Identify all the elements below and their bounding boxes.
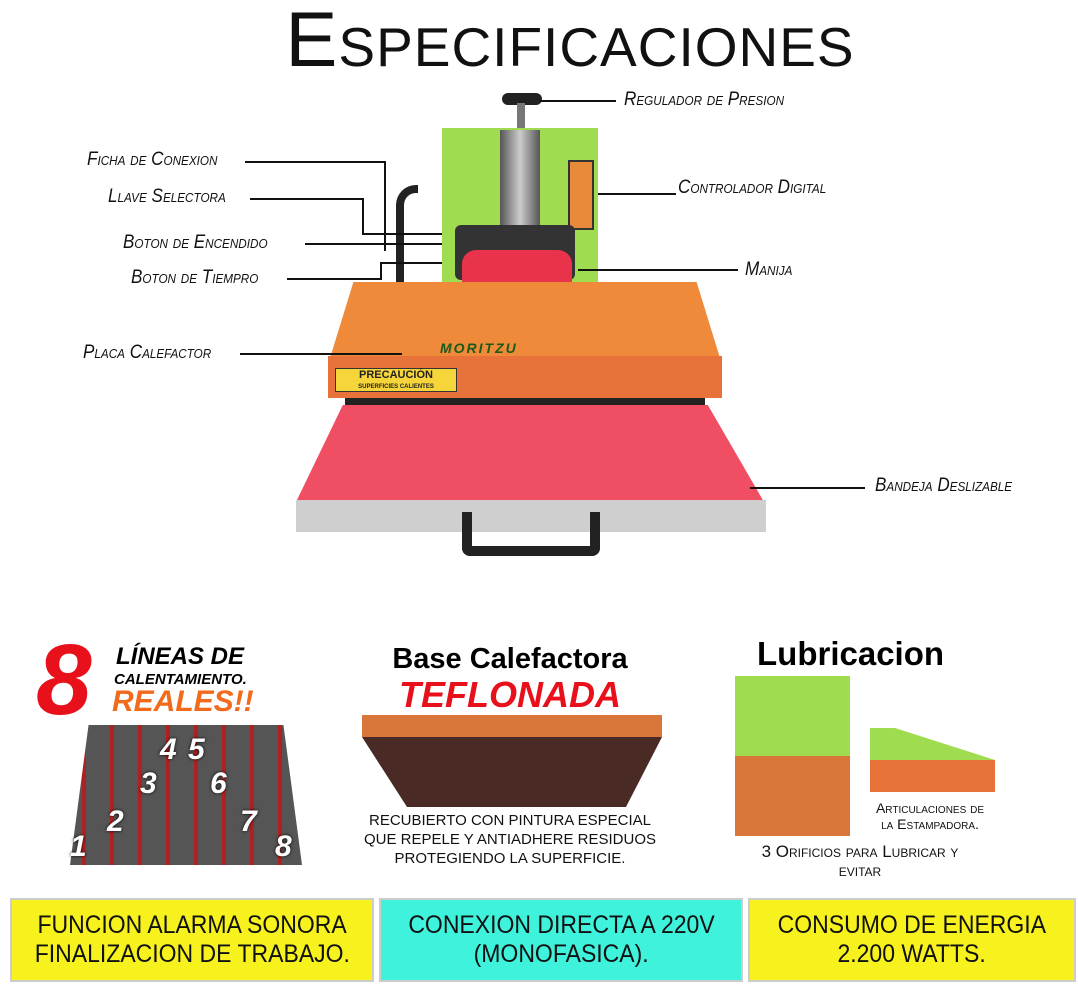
label-heat-plate: Placa Calefactor	[83, 342, 212, 363]
pressure-knob	[502, 93, 542, 105]
lubrication-photo	[735, 676, 850, 836]
teflon-base-panel: Base Calefactora TEFLONADA RECUBIERTO CO…	[340, 640, 680, 880]
label-time-button: Boton de Tiempro	[131, 267, 259, 288]
label-handle: Manija	[745, 259, 793, 280]
label-connection-plug: Ficha de Conexion	[87, 149, 218, 170]
teflon-plate-image	[362, 737, 662, 807]
feature-connection: CONEXION DIRECTA A 220V(MONOFASICA).	[379, 898, 743, 982]
label-digital-controller: Controlador Digital	[678, 177, 827, 198]
press-side-illustration	[870, 728, 995, 792]
warning-sticker: PRECAUCIÓN SUPERFICIES CALIENTES	[335, 368, 457, 392]
label-power-button: Boton de Encendido	[123, 232, 268, 253]
heat-plate-top	[330, 282, 720, 358]
label-selector-key: Llave Selectora	[108, 186, 226, 207]
label-sliding-tray: Bandeja Deslizable	[875, 475, 1013, 496]
page-title: Especificaciones	[285, 0, 855, 83]
label-pressure-regulator: Regulador de Presion	[624, 89, 785, 110]
brand-logo: MORITZU	[440, 340, 518, 356]
digital-controller	[568, 160, 594, 230]
heating-element-image	[70, 725, 302, 865]
heating-lines-panel: 8 LÍNEAS DE CALENTAMIENTO. REALES!! 1 2 …	[30, 624, 350, 875]
lubrication-panel: Lubricacion Articulaciones de la Estampa…	[725, 632, 1025, 882]
tray-handle	[462, 512, 600, 556]
sliding-tray	[296, 405, 764, 502]
tray-base	[296, 500, 766, 532]
hose	[396, 185, 418, 285]
